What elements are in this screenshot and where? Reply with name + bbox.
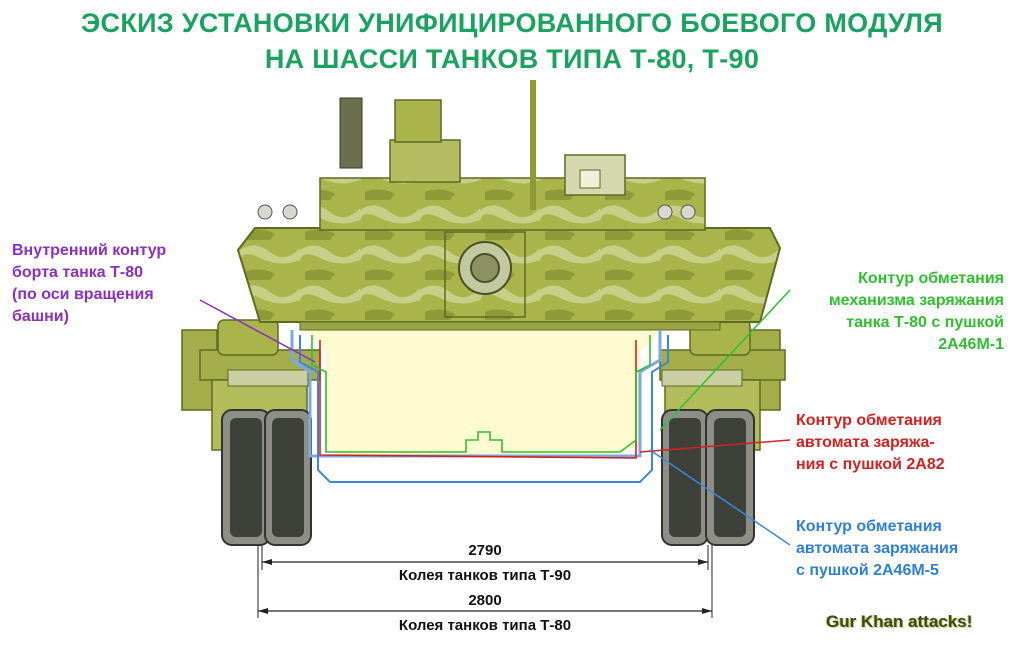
- label-red-contour-line-2: автомата заряжа-: [796, 434, 935, 451]
- leader-red: [639, 439, 791, 453]
- dimension-t80-value: 2800: [468, 592, 502, 609]
- label-red-contour-line-1: Контур обметания: [796, 412, 942, 429]
- label-inner-contour-line-4: башни): [12, 308, 69, 325]
- title-line-1: ЭСКИЗ УСТАНОВКИ УНИФИЦИРОВАННОГО БОЕВОГО…: [81, 8, 943, 38]
- label-green-contour-line-3: танка Т-80 с пушкой: [846, 314, 1004, 331]
- green-contour-line: [311, 335, 651, 453]
- label-green-contour-line-1: Контур обметания: [858, 270, 1004, 287]
- turret: [236, 80, 782, 331]
- label-inner-contour: Внутренний контур борта танка Т-80 (по о…: [12, 240, 166, 328]
- label-blue-contour-line-2: автомата заряжания: [796, 540, 959, 557]
- leader-purple: [199, 299, 316, 363]
- label-blue-contour-line-3: с пушкой 2А46М-5: [796, 562, 939, 579]
- label-inner-contour-line-3: (по оси вращения: [12, 286, 154, 303]
- dimension-t90-value: 2790: [468, 542, 502, 559]
- dimension-t90-label: Колея танков типа Т-90: [398, 567, 572, 584]
- label-green-contour-line-4: 2А46М-1: [938, 336, 1004, 353]
- label-blue-contour-line-1: Контур обметания: [796, 518, 942, 535]
- right-track-assembly: [659, 319, 786, 546]
- label-inner-contour-line-2: борта танка Т-80: [12, 264, 144, 281]
- dimension-t90: [261, 545, 709, 570]
- watermark: Gur Khan attacks!: [826, 612, 973, 631]
- leader-blue: [649, 449, 791, 546]
- label-inner-contour-line-1: Внутренний контур: [12, 242, 167, 259]
- blue-contour-line: [299, 335, 669, 483]
- leader-green: [659, 289, 791, 431]
- label-blue-contour: Контур обметания автомата заряжания с пу…: [796, 516, 958, 582]
- label-green-contour-line-2: механизма заряжания: [828, 292, 1004, 309]
- title-line-2: НА ШАССИ ТАНКОВ ТИПА Т-80, Т-90: [264, 44, 760, 74]
- dimension-t80-label: Колея танков типа Т-80: [398, 617, 572, 634]
- label-red-contour: Контур обметания автомата заряжа- ния с …: [796, 410, 945, 476]
- label-green-contour: Контур обметания механизма заряжания тан…: [829, 268, 1004, 356]
- turret-basket-area: [305, 328, 665, 456]
- dimension-t80: [257, 545, 713, 618]
- label-red-contour-line-3: ния с пушкой 2А82: [796, 456, 945, 473]
